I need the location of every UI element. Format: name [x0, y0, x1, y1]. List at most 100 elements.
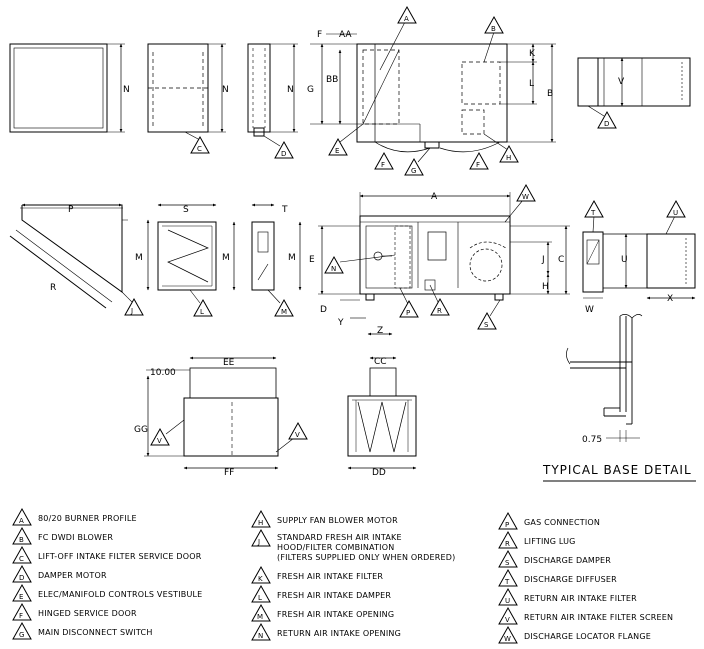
- callout-l: M: [281, 308, 287, 316]
- legend-item-s: S DISCHARGE DAMPER: [498, 550, 611, 568]
- dim-label-k: K: [529, 49, 536, 59]
- svg-text:DISCHARGE DIFFUSER: DISCHARGE DIFFUSER: [524, 575, 617, 584]
- svg-text:HINGED SERVICE DOOR: HINGED SERVICE DOOR: [38, 609, 137, 618]
- svg-text:(FILTERS SUPPLIED ONLY WHEN OR: (FILTERS SUPPLIED ONLY WHEN ORDERED): [277, 553, 456, 562]
- svg-text:RETURN AIR INTAKE FILTER: RETURN AIR INTAKE FILTER: [524, 594, 637, 603]
- dim-label-n-2: N: [222, 85, 229, 95]
- callout-g: G: [411, 167, 416, 175]
- svg-text:R: R: [505, 540, 510, 548]
- dim-label-dd: DD: [372, 468, 386, 478]
- view-narrow-damper: T M M: [251, 203, 302, 317]
- svg-text:T: T: [504, 578, 510, 586]
- svg-text:DAMPER MOTOR: DAMPER MOTOR: [38, 571, 107, 580]
- callout-m: N: [331, 265, 336, 273]
- callout-k: L: [200, 308, 204, 316]
- dim-label-g: G: [307, 85, 314, 95]
- svg-text:G: G: [19, 631, 24, 639]
- view-damper-end: V D: [577, 57, 691, 129]
- legend-item-l: L FRESH AIR INTAKE DAMPER: [251, 585, 391, 603]
- callout-d: D: [281, 150, 286, 158]
- view-return-filter-side: EE 10.00 GG FF V V: [134, 356, 308, 478]
- callout-r: S: [484, 321, 489, 329]
- svg-text:HOOD/FILTER COMBINATION: HOOD/FILTER COMBINATION: [277, 543, 394, 552]
- dim-label-bb: BB: [326, 75, 338, 85]
- dim-label-m: M: [135, 253, 143, 263]
- dim-label-base: 0.75: [582, 435, 602, 445]
- dim-label-ten: 10.00: [150, 368, 176, 378]
- svg-text:RETURN AIR INTAKE FILTER SCREE: RETURN AIR INTAKE FILTER SCREEN: [524, 613, 673, 622]
- callout-u: V: [157, 437, 162, 445]
- dim-label-m-3: M: [288, 253, 296, 263]
- svg-text:FRESH AIR INTAKE OPENING: FRESH AIR INTAKE OPENING: [277, 610, 394, 619]
- legend-item-t: T DISCHARGE DIFFUSER: [498, 569, 617, 587]
- callout-b: B: [491, 25, 496, 33]
- callout-f: F: [381, 161, 385, 169]
- dim-label-r: R: [50, 283, 56, 293]
- svg-text:L: L: [258, 594, 262, 602]
- svg-text:J: J: [257, 538, 260, 546]
- legend-item-g: G MAIN DISCONNECT SWITCH: [12, 622, 153, 640]
- legend-item-m: M FRESH AIR INTAKE OPENING: [251, 604, 394, 622]
- base-detail-title: TYPICAL BASE DETAIL: [542, 463, 692, 477]
- dim-label-ee: EE: [223, 358, 235, 368]
- svg-text:GAS CONNECTION: GAS CONNECTION: [524, 518, 600, 527]
- view-hood-height: M: [122, 219, 150, 291]
- legend-item-w: W DISCHARGE LOCATOR FLANGE: [498, 626, 651, 644]
- dim-label-l: L: [529, 79, 534, 89]
- callout-w: W: [522, 193, 529, 201]
- svg-text:M: M: [257, 613, 263, 621]
- dim-label-n: N: [123, 85, 130, 95]
- dim-label-gg: GG: [134, 425, 148, 435]
- svg-text:W: W: [504, 635, 511, 643]
- callout-e: E: [335, 147, 339, 155]
- dim-label-n-3: N: [287, 85, 294, 95]
- dim-label-j: J: [541, 255, 545, 265]
- svg-text:LIFT-OFF INTAKE FILTER SERVICE: LIFT-OFF INTAKE FILTER SERVICE DOOR: [38, 552, 202, 561]
- svg-text:DISCHARGE LOCATOR FLANGE: DISCHARGE LOCATOR FLANGE: [524, 632, 651, 641]
- view-top-square: N: [9, 43, 130, 133]
- view-discharge: U X W T U: [582, 200, 696, 315]
- dim-label-m-2: M: [222, 253, 230, 263]
- callout-a: A: [404, 15, 409, 23]
- svg-text:F: F: [19, 612, 23, 620]
- dim-label-z: Z: [377, 326, 383, 336]
- svg-text:S: S: [505, 559, 510, 567]
- svg-text:P: P: [505, 521, 509, 529]
- svg-text:FRESH AIR INTAKE FILTER: FRESH AIR INTAKE FILTER: [277, 572, 383, 581]
- svg-text:FRESH AIR INTAKE DAMPER: FRESH AIR INTAKE DAMPER: [277, 591, 391, 600]
- callout-p: R: [437, 307, 442, 315]
- dim-label-cc: CC: [374, 357, 387, 367]
- dim-label-d: D: [320, 305, 327, 315]
- svg-text:80/20 BURNER PROFILE: 80/20 BURNER PROFILE: [38, 514, 137, 523]
- svg-text:LIFTING LUG: LIFTING LUG: [524, 537, 576, 546]
- dim-label-s: S: [183, 205, 189, 215]
- svg-text:MAIN DISCONNECT SWITCH: MAIN DISCONNECT SWITCH: [38, 628, 153, 637]
- dim-label-a: A: [431, 192, 438, 202]
- callout-v: V: [295, 431, 300, 439]
- dim-label-f: F: [317, 30, 322, 40]
- callout-s: T: [590, 209, 596, 217]
- callout-c: C: [197, 145, 202, 153]
- dim-label-p: P: [68, 205, 74, 215]
- legend-item-r: R LIFTING LUG: [498, 531, 576, 549]
- callout-h: H: [506, 154, 511, 162]
- svg-text:ELEC/MANIFOLD CONTROLS VESTIBU: ELEC/MANIFOLD CONTROLS VESTIBULE: [38, 590, 202, 599]
- view-typical-base-detail: 0.75 TYPICAL BASE DETAIL: [542, 314, 696, 482]
- callout-d-2: D: [604, 120, 609, 128]
- view-filter-box: S M L: [157, 203, 236, 317]
- svg-text:SUPPLY FAN BLOWER MOTOR: SUPPLY FAN BLOWER MOTOR: [277, 516, 398, 525]
- svg-text:DISCHARGE DAMPER: DISCHARGE DAMPER: [524, 556, 611, 565]
- dim-label-aa: AA: [339, 30, 352, 40]
- view-fresh-air-hood: P R J: [9, 203, 144, 316]
- callout-n: P: [406, 309, 410, 317]
- svg-text:K: K: [258, 575, 263, 583]
